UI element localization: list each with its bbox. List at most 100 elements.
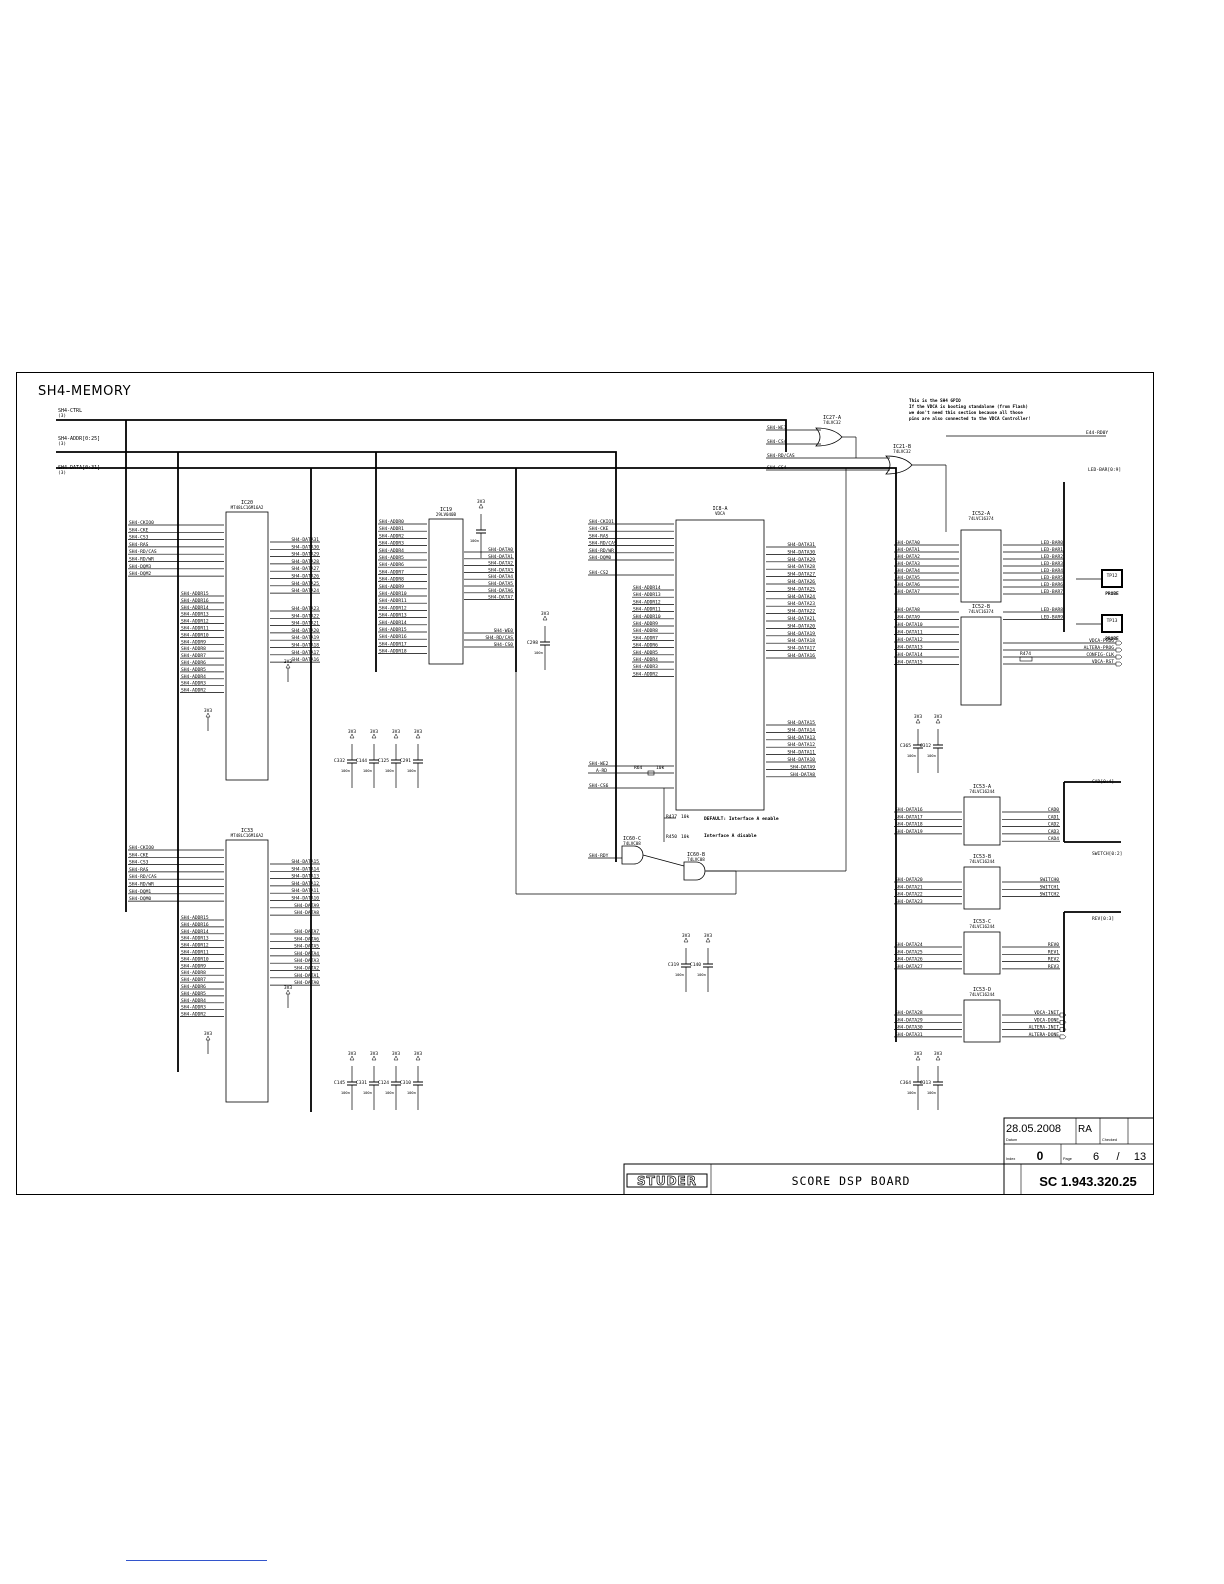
net-label: SH4-DATA0 [488, 547, 513, 553]
ic8a-part: VDCA [715, 511, 726, 516]
net-label: SH4-DATA8 [294, 910, 319, 916]
net-label: SH4-DATA30 [787, 549, 815, 555]
net-label: SH4-RDY [589, 853, 609, 859]
probe-tp12 [1101, 569, 1123, 588]
tb-page-sep: / [1116, 1151, 1120, 1163]
net-label: VDCA-RST [1092, 659, 1114, 665]
net-label: SH4-DATA25 [895, 949, 923, 955]
net-label: SH4-CS3 [129, 860, 149, 866]
power-arrow [705, 937, 711, 943]
net-label: SH4-DATA31 [787, 542, 815, 548]
rail-label: 3V3 [370, 1051, 379, 1057]
net-label: A-RD [596, 768, 607, 774]
net-label: SH4-DATA29 [895, 1017, 923, 1023]
tb-caption: Index [1006, 1157, 1015, 1161]
net-label: SH4-CKE [129, 852, 149, 858]
net-label: SH4-CKE [129, 527, 149, 533]
tb-date: 28.05.2008 [1006, 1123, 1061, 1135]
cap-value: 100n [363, 768, 372, 773]
net-label: SH4-DATA15 [291, 859, 319, 865]
net-label: SH4-ADDR7 [181, 977, 206, 983]
net-label: SH4-ADDR13 [181, 612, 209, 618]
resistor-r474 [1019, 656, 1033, 662]
cap-value: 100n [927, 1090, 936, 1095]
ic53c-ref: IC53-C [973, 919, 991, 925]
net-label: SH4-DATA23 [291, 606, 319, 612]
net-label: SH4-DATA16 [291, 657, 319, 663]
net-label: SH4-DQM0 [589, 555, 611, 561]
net-label: SH4-DATA4 [294, 951, 319, 957]
power-arrow [683, 937, 689, 943]
net-label: VDCA-PROG [1089, 638, 1114, 644]
tb-doc-number: SC 1.943.320.25 [1039, 1174, 1137, 1189]
net-label: SH4-ADDR2 [181, 1012, 206, 1018]
net-label: SH4-ADDR10 [181, 956, 209, 962]
net-label: SH4-ADDR8 [379, 577, 404, 583]
rail-label: 3V3 [682, 933, 691, 939]
ic52b-part: 74LVC16374 [968, 609, 994, 614]
power-arrow [371, 1055, 377, 1061]
net-label: SH4-ADDR10 [379, 591, 407, 597]
net-label: SH4-RD/CAS [767, 453, 795, 459]
net-label: SH4-DATA0 [294, 980, 319, 986]
net-label: SH4-DATA22 [787, 609, 815, 615]
ic53b-part: 74LVC16244 [969, 859, 995, 864]
net-label: SH4-DATA12 [895, 637, 923, 643]
net-label: SH4-DATA22 [291, 613, 319, 619]
net-label: SH4-DATA26 [787, 579, 815, 585]
net-label: LED-BAR8 [1041, 607, 1063, 613]
net-label: VDCA-INIT [1034, 1010, 1059, 1016]
ic19-part: 29LV040B [436, 512, 457, 517]
net-label: SH4-DATA6 [294, 936, 319, 942]
net-label: SH4-ADDR7 [633, 635, 658, 641]
ic60b-ref: IC60-B [687, 852, 705, 858]
net-label: SH4-ADDR11 [181, 950, 209, 956]
net-label: SH4-ADDR16 [181, 922, 209, 928]
net-label: SH4-DATA7 [488, 595, 513, 601]
cap-ref: C144 [356, 758, 367, 764]
gpio-note-line: This is the SH4 GPIO [909, 398, 961, 404]
net-label: SH4-DATA27 [291, 566, 319, 572]
schematic-sheet-border [16, 372, 1154, 1195]
net-label: SH4-RD/WR [129, 882, 154, 888]
ic52b-body [960, 616, 1002, 706]
net-label: SH4-DATA14 [291, 866, 319, 872]
net-label: SH4-DATA1 [294, 973, 319, 979]
net-label: SH4-ADDR18 [379, 649, 407, 655]
gpio-note-line: we don't need this section because all t… [909, 410, 1023, 416]
net-label: SH4-RD/WR [589, 548, 614, 554]
net-label: SH4-ADDR4 [379, 548, 404, 554]
rail-label: 3V3 [284, 985, 293, 991]
cap-ref: C310 [400, 1080, 411, 1086]
ic21b-part: 74LVC32 [893, 449, 911, 454]
resistor-value: 10k [681, 814, 690, 820]
cap-value: 100n [341, 768, 350, 773]
net-label: LED-BAR9 [1041, 615, 1063, 621]
net-label: SH4-RD/CAS [129, 874, 157, 880]
net-label: SH4-RAS [129, 867, 149, 873]
net-label: SH4-ADDR2 [633, 671, 658, 677]
net-label: SH4-ADDR14 [633, 585, 661, 591]
net-label: SH4-DATA17 [787, 646, 815, 652]
gpio-note-line: If the VDCA is booting standalone (from … [909, 404, 1028, 410]
net-label: SH4-CKIO0 [129, 520, 154, 526]
net-label: CAD3 [1048, 829, 1059, 835]
resistor-r64 [647, 770, 655, 776]
wire [642, 854, 685, 867]
net-label: SH4-DATA9 [790, 764, 815, 770]
cap-ref: C364 [900, 1080, 911, 1086]
net-label: SH4-DATA8 [790, 772, 815, 778]
off-sheet-connector [1059, 1012, 1067, 1018]
net-label: SH4-WE2 [589, 761, 609, 767]
power-arrow [935, 1055, 941, 1061]
net-label: SH4-DATA14 [895, 652, 923, 658]
cap-value: 100n [697, 972, 706, 977]
net-label: SH4-DATA13 [787, 735, 815, 741]
tb-pages: 13 [1134, 1151, 1146, 1163]
ic33-part: MT48LC16M16A2 [231, 833, 264, 838]
net-label: SH4-DATA20 [291, 628, 319, 634]
net-label: SH4-CS6 [589, 783, 609, 789]
studer-logo [626, 1173, 708, 1188]
power-arrow [285, 663, 291, 669]
net-label: SH4-DATA16 [895, 807, 923, 813]
